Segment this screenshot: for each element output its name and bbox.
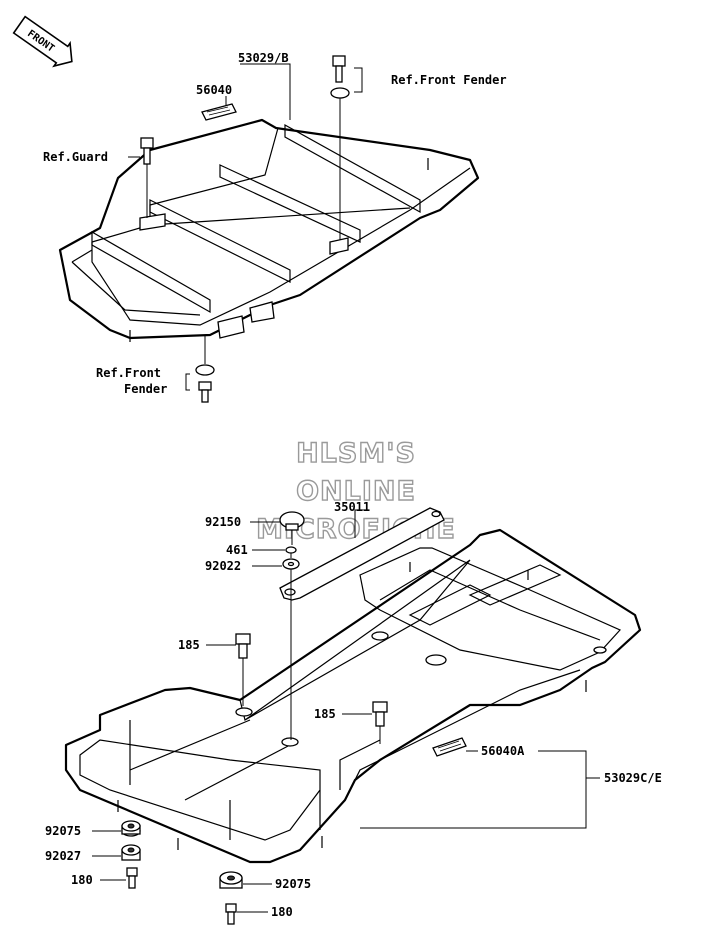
label-92075-right: 92075 <box>275 877 311 891</box>
damper-92075-right <box>219 871 243 889</box>
label-185-left: 185 <box>178 638 200 652</box>
front-carrier-assembly <box>58 118 480 342</box>
damper-92075-left <box>121 820 141 837</box>
bolt-shank-icon <box>201 389 209 403</box>
bolt-head-icon <box>126 867 138 877</box>
grommet-icon <box>330 87 350 99</box>
rear-carrier-side-rail-right <box>299 669 581 851</box>
nut-icon <box>198 381 212 391</box>
bolt-shank-icon <box>143 147 151 165</box>
bolt-180-right <box>225 903 237 925</box>
bolt-185-right <box>372 701 388 744</box>
label-ref-guard: Ref.Guard <box>43 150 108 164</box>
rear-carrier-legs <box>129 720 321 840</box>
grommet-icon <box>195 364 215 376</box>
rear-carrier-crossbar-1 <box>408 584 492 626</box>
label-plate-56040a <box>432 737 467 757</box>
bolt-head-icon <box>140 137 154 149</box>
label-35011: 35011 <box>334 500 370 514</box>
mount-hole-icon <box>281 737 299 747</box>
bolt-head-icon <box>225 903 237 913</box>
label-ref-front-fender-bottom-1: Ref.Front <box>96 366 161 380</box>
ref-front-fender-bottom-hardware <box>195 336 215 403</box>
bolt-shank-icon <box>335 65 343 83</box>
label-plate-56040 <box>201 103 237 121</box>
spring-washer-461 <box>285 546 297 558</box>
rear-carrier-rear-loop-inner <box>379 569 601 641</box>
mount-hole-icon <box>371 631 389 641</box>
bolt-head-icon <box>332 55 346 67</box>
knob-bolt-92150 <box>279 511 305 545</box>
front-carrier-bracket-front-2 <box>249 301 275 323</box>
front-carrier-crossbar-3 <box>219 164 361 243</box>
label-461: 461 <box>226 543 248 557</box>
label-92022: 92022 <box>205 559 241 573</box>
front-carrier-crossbar-4 <box>284 123 421 214</box>
label-180-right: 180 <box>271 905 293 919</box>
front-carrier-crossbar-1 <box>91 230 211 314</box>
collar-92027 <box>121 844 141 861</box>
mount-hole-icon <box>425 654 447 666</box>
bolt-185-left <box>235 633 251 706</box>
label-56040: 56040 <box>196 83 232 97</box>
label-53029b: 53029/B <box>238 51 289 65</box>
ref-guard-bolt <box>140 137 154 218</box>
label-92027: 92027 <box>45 849 81 863</box>
front-carrier-bracket-front <box>217 315 245 339</box>
bolt-180-left <box>126 867 138 889</box>
label-92150: 92150 <box>205 515 241 529</box>
mount-hole-icon <box>593 646 607 654</box>
front-carrier-lower-rail <box>71 249 201 316</box>
label-185-right: 185 <box>314 707 336 721</box>
label-180-left: 180 <box>71 873 93 887</box>
label-ref-front-fender-bottom-2: Fender <box>124 382 167 396</box>
spring-washer-icon <box>285 546 297 554</box>
ref-front-fender-top-hardware <box>330 55 350 240</box>
bolt-head-icon <box>235 633 251 645</box>
rear-carrier-assembly <box>64 528 642 864</box>
watermark-line1: HLSM'S <box>296 438 416 469</box>
lower-leader-lines <box>92 509 600 913</box>
rear-carrier-rear-upright <box>339 739 381 790</box>
bolt-shank-icon <box>227 911 235 925</box>
watermark-line2: ONLINE <box>296 476 416 507</box>
bolt-shank-icon <box>128 875 136 889</box>
mount-hole-icon <box>235 707 253 717</box>
rear-carrier-front-tray <box>79 739 321 841</box>
rear-carrier-outer-frame <box>64 528 642 864</box>
bolt-shank-icon <box>238 643 248 659</box>
front-arrow-badge: FRONT <box>12 15 73 68</box>
front-carrier-crossbar-2 <box>149 199 291 283</box>
stay-plate-35011 <box>279 507 445 601</box>
rear-carrier-crossbar-2 <box>468 564 562 606</box>
front-carrier-bracket-right <box>329 237 349 255</box>
label-ref-front-fender-top: Ref.Front Fender <box>391 73 507 87</box>
bolt-shank-icon <box>375 711 385 727</box>
rear-carrier-front-tray-bars <box>129 719 291 801</box>
label-56040a: 56040A <box>481 744 525 758</box>
upper-leader-lines <box>128 63 363 391</box>
label-53029ce: 53029C/E <box>604 771 662 785</box>
washer-92022 <box>282 558 300 740</box>
label-92075-left: 92075 <box>45 824 81 838</box>
bolt-head-icon <box>372 701 388 713</box>
front-carrier-bracket-left <box>139 213 166 231</box>
